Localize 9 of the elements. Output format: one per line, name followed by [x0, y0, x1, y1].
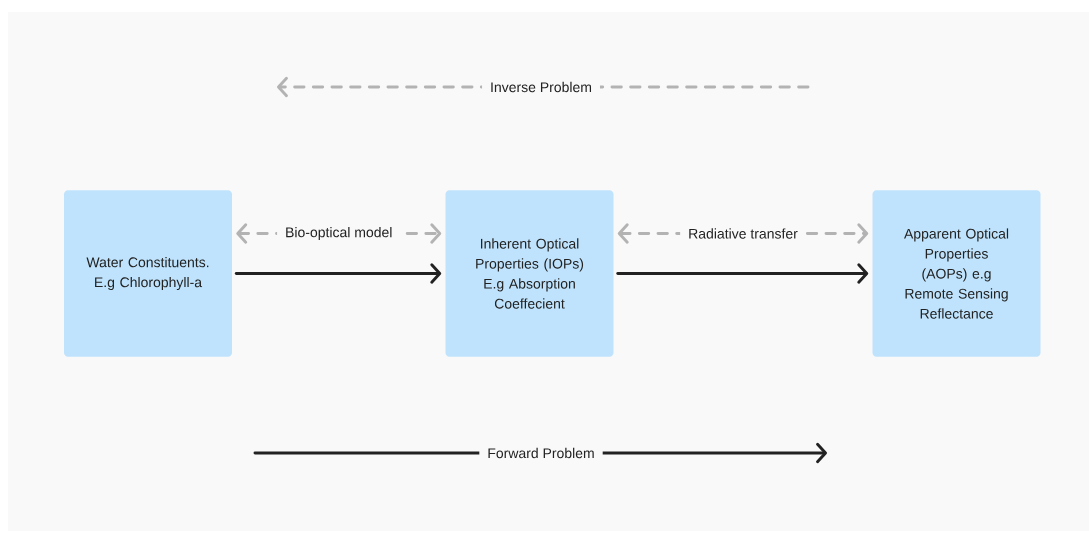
process-box: Water Constituents. E.g Chlorophyll-a [64, 190, 232, 357]
process-box: Apparent Optical Properties (AOPs) e.g Remote Sensing Reflectance [872, 190, 1041, 357]
arrow [234, 263, 442, 284]
edge-label: Bio-optical model [277, 222, 401, 245]
label: Forward Problem [479, 443, 603, 463]
arrow [616, 263, 869, 284]
label: Inverse Problem [482, 77, 600, 97]
edge-label: Radiative transfer [680, 223, 806, 244]
process-box: Inherent Optical Properties (IOPs) E.g Absorption Coeffecient [445, 190, 614, 357]
